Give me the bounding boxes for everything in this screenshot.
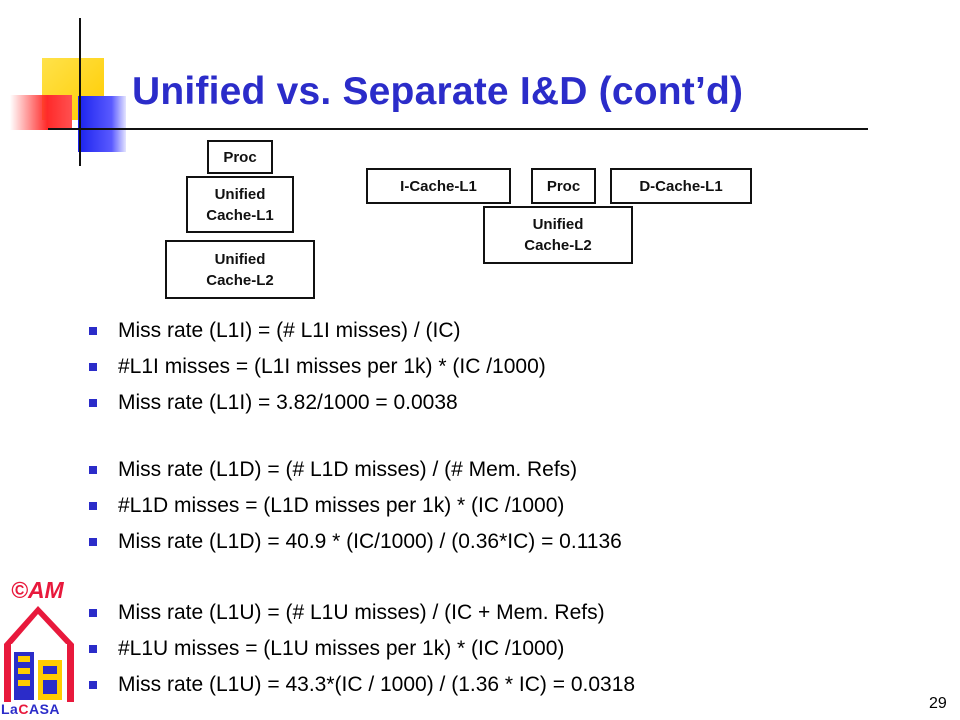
title-underline xyxy=(48,128,868,130)
separate-l2-label: Unified Cache-L2 xyxy=(524,216,592,254)
bullet-text: Miss rate (L1D) = (# L1D misses) / (# Me… xyxy=(118,458,578,481)
logo-name-suffix: SA xyxy=(39,701,61,717)
bullet-item: Miss rate (L1U) = (# L1U misses) / (IC +… xyxy=(88,601,605,625)
separate-dcache-box: D-Cache-L1 xyxy=(610,168,752,204)
logo-copyright-am: ©AM xyxy=(11,577,64,603)
separate-proc-label: Proc xyxy=(546,177,581,195)
unified-proc-label: Proc xyxy=(223,148,257,166)
bullet-marker-icon xyxy=(89,399,97,407)
logo-name-mid: A xyxy=(28,701,40,717)
bullet-text: Miss rate (L1D) = 40.9 * (IC/1000) / (0.… xyxy=(118,530,622,553)
bullet-item: Miss rate (L1D) = 40.9 * (IC/1000) / (0.… xyxy=(88,530,622,554)
separate-dcache-label: D-Cache-L1 xyxy=(639,177,723,195)
logo-name: LaCASA xyxy=(1,701,60,717)
unified-l2-label: Unified Cache-L2 xyxy=(206,250,274,289)
bullet-marker-icon xyxy=(89,327,97,335)
separate-proc-box: Proc xyxy=(531,168,596,204)
unified-l2-box: Unified Cache-L2 xyxy=(165,240,315,299)
separate-l2-box: Unified Cache-L2 xyxy=(483,206,633,264)
bullet-item: Miss rate (L1I) = 3.82/1000 = 0.0038 xyxy=(88,391,458,415)
bullet-marker-icon xyxy=(89,645,97,653)
bullet-text: #L1U misses = (L1U misses per 1k) * (IC … xyxy=(118,637,565,660)
bullet-marker-icon xyxy=(89,681,97,689)
bullet-text: #L1I misses = (L1I misses per 1k) * (IC … xyxy=(118,355,546,378)
bullet-item: Miss rate (L1U) = 43.3*(IC / 1000) / (1.… xyxy=(88,673,635,697)
decor-vertical-line xyxy=(79,18,81,166)
unified-l1-label: Unified Cache-L1 xyxy=(206,185,274,224)
unified-proc-box: Proc xyxy=(207,140,273,174)
decor-red-bar xyxy=(10,95,72,130)
logo-name-prefix: La xyxy=(1,701,19,717)
slide-title: Unified vs. Separate I&D (cont’d) xyxy=(132,70,744,113)
bullet-marker-icon xyxy=(89,609,97,617)
bullet-text: Miss rate (L1U) = 43.3*(IC / 1000) / (1.… xyxy=(118,673,636,696)
bullet-item: #L1I misses = (L1I misses per 1k) * (IC … xyxy=(88,355,546,379)
bullet-item: #L1U misses = (L1U misses per 1k) * (IC … xyxy=(88,637,564,661)
separate-icache-label: I-Cache-L1 xyxy=(400,177,477,195)
bullet-item: Miss rate (L1I) = (# L1I misses) / (IC) xyxy=(88,319,460,343)
bullet-marker-icon xyxy=(89,466,97,474)
bullet-item: Miss rate (L1D) = (# L1D misses) / (# Me… xyxy=(88,458,577,482)
separate-icache-box: I-Cache-L1 xyxy=(366,168,511,204)
bullet-marker-icon xyxy=(89,363,97,371)
logo-name-highlight: C xyxy=(18,701,29,717)
bullet-text: Miss rate (L1I) = 3.82/1000 = 0.0038 xyxy=(118,391,458,414)
bullet-text: #L1D misses = (L1D misses per 1k) * (IC … xyxy=(118,494,565,517)
unified-l1-box: Unified Cache-L1 xyxy=(186,176,294,233)
bullet-text: Miss rate (L1U) = (# L1U misses) / (IC +… xyxy=(118,601,605,624)
decor-blue-square xyxy=(78,96,126,152)
page-number: 29 xyxy=(929,695,947,712)
bullet-marker-icon xyxy=(89,538,97,546)
bullet-item: #L1D misses = (L1D misses per 1k) * (IC … xyxy=(88,494,564,518)
bullet-marker-icon xyxy=(89,502,97,510)
lacasa-house-logo-icon xyxy=(4,606,74,702)
bullet-text: Miss rate (L1I) = (# L1I misses) / (IC) xyxy=(118,319,461,342)
